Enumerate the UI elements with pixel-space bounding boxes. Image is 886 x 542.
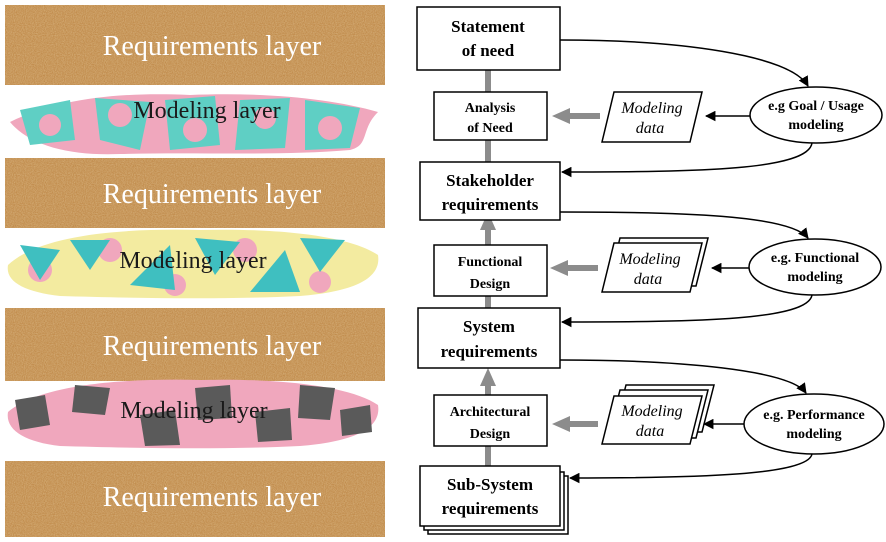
arrowhead <box>550 260 568 276</box>
ellipse-line-1: e.g. Performance <box>763 408 864 423</box>
ellipse-line-2: modeling <box>788 118 843 133</box>
data-to-design-arrows <box>550 108 600 432</box>
goal-usage-modeling-ellipse: e.g Goal / Usage modeling <box>749 86 883 144</box>
box-line-1: Architectural <box>450 405 531 420</box>
box-line-2: requirements <box>442 195 539 214</box>
box-line-2: requirements <box>442 499 539 518</box>
arrowhead <box>480 212 496 230</box>
arrow-stakeholder-to-functional <box>559 211 809 239</box>
box-line-1: Statement <box>451 17 525 36</box>
data-line-2: data <box>636 423 664 440</box>
blob-shapes <box>20 238 345 292</box>
arrowhead <box>552 108 570 124</box>
subsystem-requirements-box: Sub-System requirements <box>419 465 569 535</box>
cork-strip <box>5 158 385 228</box>
data-line-1: Modeling <box>620 403 682 420</box>
box-line-2: of Need <box>467 121 513 136</box>
requirements-layer-label: Requirements layer <box>103 31 322 62</box>
stakeholder-requirements-box: Stakeholder requirements <box>419 161 561 221</box>
box-line-2: Design <box>470 427 511 442</box>
cork-strip <box>5 5 385 85</box>
blob-dots <box>39 103 342 142</box>
data-line-2: data <box>634 271 662 288</box>
analysis-of-need-box: Analysis of Need <box>433 91 548 141</box>
arrow-performance-to-subsystem <box>568 453 813 484</box>
arrow-goal-to-stakeholder <box>560 142 813 178</box>
ellipse-line-2: modeling <box>787 270 842 285</box>
modeling-layer-label: Modeling layer <box>119 248 266 274</box>
requirements-layer-label: Requirements layer <box>103 482 322 513</box>
box-line-2: requirements <box>441 342 538 361</box>
modeling-layer-label: Modeling layer <box>120 398 267 424</box>
functional-design-box: Functional Design <box>433 244 548 297</box>
data-line-2: data <box>636 120 664 137</box>
box-line-2: of need <box>462 41 515 60</box>
ellipse-line-1: e.g. Functional <box>771 251 859 266</box>
cork-strip <box>5 308 385 381</box>
system-requirements-box: System requirements <box>417 307 561 369</box>
requirements-layer-4: Requirements layer <box>5 461 385 537</box>
modeling-flow-arrows <box>559 39 813 484</box>
requirements-layer-label: Requirements layer <box>103 179 322 210</box>
ellipse-line-1: e.g Goal / Usage <box>768 99 864 114</box>
box-line-2: Design <box>470 277 511 292</box>
blob-shapes <box>15 385 372 446</box>
arrow-system-to-performance <box>559 359 807 394</box>
modeling-data-2: Modeling data <box>601 237 709 293</box>
modeling-layer-1: Modeling layer <box>10 94 378 155</box>
functional-modeling-ellipse: e.g. Functional modeling <box>748 238 882 296</box>
cork-strip <box>5 461 385 537</box>
box-line-1: Analysis <box>465 101 516 116</box>
box-line-1: Functional <box>458 255 523 270</box>
ellipse-line-2: modeling <box>786 427 841 442</box>
data-line-1: Modeling <box>618 251 680 268</box>
arrow-need-to-goal <box>559 39 809 87</box>
box-line-1: Stakeholder <box>446 171 534 190</box>
requirements-layer-1: Requirements layer <box>5 5 385 85</box>
requirements-layer-label: Requirements layer <box>103 331 322 362</box>
statement-of-need-box: Statement of need <box>416 6 561 71</box>
arrow-functional-to-system <box>560 294 813 328</box>
requirements-layer-3: Requirements layer <box>5 308 385 381</box>
box-line-1: System <box>463 317 515 336</box>
data-line-1: Modeling <box>620 100 682 117</box>
box-line-1: Sub-System <box>447 475 533 494</box>
architectural-design-box: Architectural Design <box>433 394 548 447</box>
requirements-layer-2: Requirements layer <box>5 158 385 228</box>
modeling-layer-2: Modeling layer <box>7 229 379 299</box>
modeling-layer-3: Modeling layer <box>7 379 379 449</box>
modeling-data-1: Modeling data <box>601 91 703 143</box>
modeling-layer-label: Modeling layer <box>133 98 280 124</box>
performance-modeling-ellipse: e.g. Performance modeling <box>743 393 885 455</box>
arrowhead <box>552 416 570 432</box>
arrowhead <box>480 368 496 386</box>
modeling-data-3: Modeling data <box>601 384 715 445</box>
